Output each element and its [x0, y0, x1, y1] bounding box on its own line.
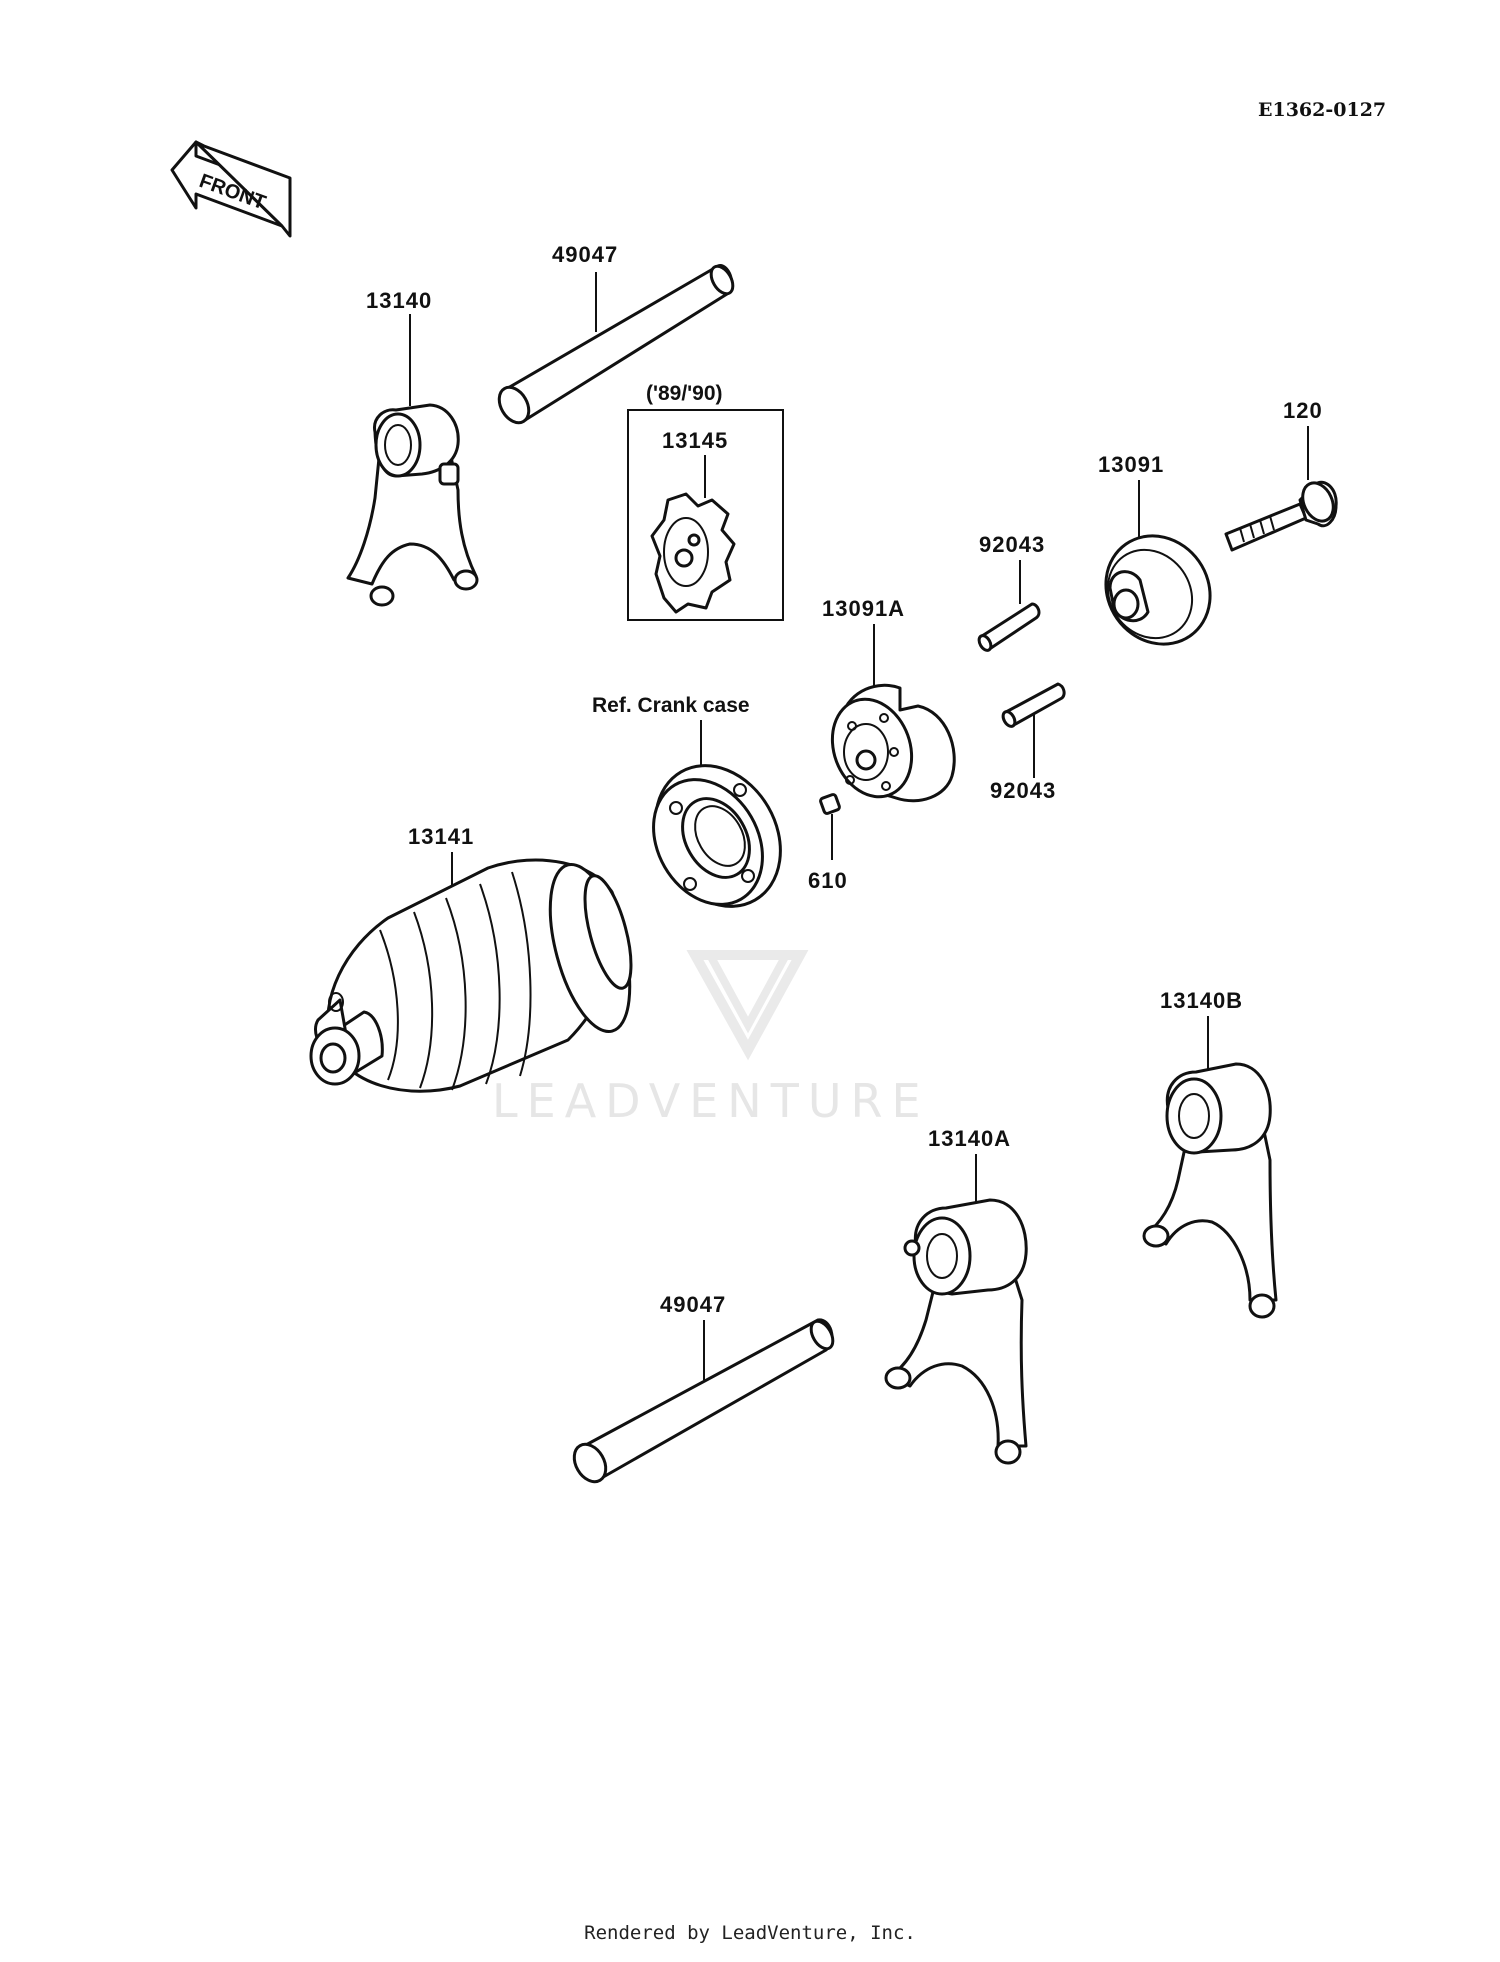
label-dowel: 610 [808, 868, 848, 893]
label-rod-top: 49047 [552, 242, 618, 267]
watermark-text: LEADVENTURE [492, 1074, 930, 1128]
shift-fork-13140a [884, 1198, 1028, 1465]
plate-13091 [1104, 534, 1212, 646]
label-pin-lower: 92043 [990, 778, 1056, 803]
footer-credit: Rendered by LeadVenture, Inc. [584, 1922, 916, 1944]
label-fork-a: 13140A [928, 1126, 1011, 1151]
label-fork-top: 13140 [366, 288, 432, 313]
variant-note: ('89/'90) [646, 382, 723, 405]
front-arrow-icon: FRONT [170, 140, 292, 238]
bearing-crankcase [652, 764, 782, 908]
shift-fork-top [346, 403, 479, 607]
variant-box [627, 409, 784, 621]
dowel-610 [819, 793, 841, 815]
label-plate-13091a: 13091A [822, 596, 905, 621]
label-rod-bottom: 49047 [660, 1292, 726, 1317]
pin-92043-lower [1001, 682, 1066, 728]
cam-plate-13091a [830, 683, 956, 803]
cam-plate-boxed [650, 492, 736, 614]
shift-fork-13140b [1142, 1062, 1278, 1319]
label-plate-boxed: 13145 [662, 428, 728, 453]
label-pin-upper: 92043 [979, 532, 1045, 557]
label-bolt: 120 [1283, 398, 1323, 423]
shift-rod-bottom [572, 1318, 835, 1484]
shift-rod-top [497, 264, 735, 425]
label-drum: 13141 [408, 824, 474, 849]
shift-drum-13141 [309, 858, 633, 1093]
bolt-120 [1224, 480, 1338, 552]
diagram-code: E1362-0127 [1258, 99, 1386, 121]
label-fork-b: 13140B [1160, 988, 1243, 1013]
pin-92043-upper [977, 602, 1041, 652]
label-plate-13091: 13091 [1098, 452, 1164, 477]
label-crank-ref: Ref. Crank case [592, 694, 750, 717]
